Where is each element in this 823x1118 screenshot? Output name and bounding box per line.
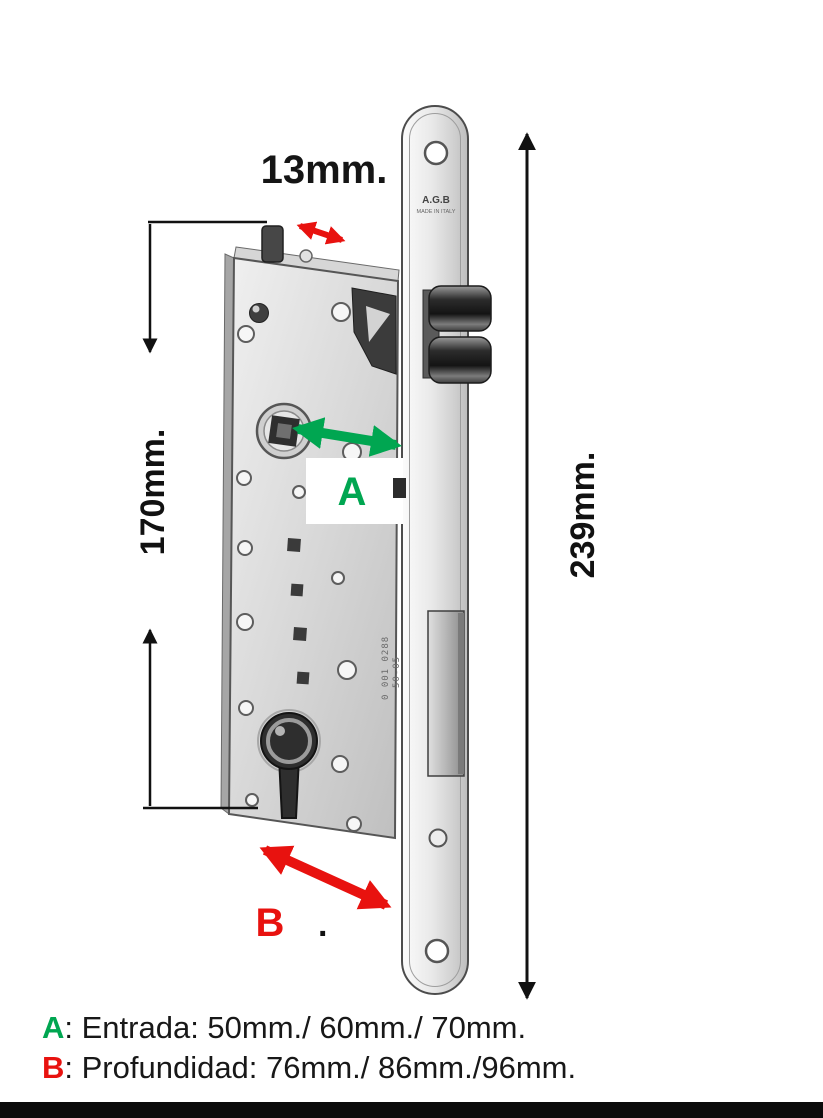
faceplate-center-hole bbox=[428, 828, 448, 848]
depth-arrow bbox=[259, 845, 392, 910]
faceplate-screw-hole-top bbox=[423, 140, 449, 166]
latch-roller-top bbox=[428, 285, 492, 332]
dimension-plate-height: 239mm. bbox=[518, 132, 602, 1000]
faceplate-screw-hole-bottom bbox=[424, 938, 450, 964]
dimension-depth: B . bbox=[256, 845, 392, 945]
latch-rollers bbox=[422, 285, 492, 384]
cylinder-hole bbox=[257, 709, 321, 819]
dim-body-height-label: 170mm. bbox=[134, 429, 172, 556]
brand-note-text: MADE IN ITALY bbox=[417, 209, 456, 215]
lock-body: 0 001 0288 50-05 bbox=[220, 225, 402, 840]
faceplate: A.G.B MADE IN ITALY bbox=[401, 105, 469, 995]
legend-line-b: B: Profundidad: 76mm./ 86mm./96mm. bbox=[42, 1048, 576, 1088]
body-plate bbox=[227, 256, 400, 840]
legend-a-key: A bbox=[42, 1010, 65, 1045]
body-slots bbox=[287, 538, 310, 685]
legend: A: Entrada: 50mm./ 60mm./ 70mm. B: Profu… bbox=[42, 1008, 576, 1088]
serial-text-2: 50-05 bbox=[392, 656, 402, 688]
brand-text: A.G.B bbox=[422, 195, 450, 206]
body-holes bbox=[236, 302, 362, 832]
dimension-width: 13mm. bbox=[261, 148, 388, 245]
backset-label: A bbox=[338, 470, 367, 514]
stray-period: . bbox=[318, 906, 327, 944]
callout-backdrop bbox=[306, 458, 403, 524]
legend-b-text: : Profundidad: 76mm./ 86mm./96mm. bbox=[64, 1050, 577, 1085]
dimension-backset: A bbox=[292, 417, 406, 524]
legend-line-a: A: Entrada: 50mm./ 60mm./ 70mm. bbox=[42, 1008, 576, 1048]
depth-label: B bbox=[256, 901, 285, 945]
dimension-body-height: 170mm. bbox=[134, 220, 267, 810]
legend-a-text: : Entrada: 50mm./ 60mm./ 70mm. bbox=[64, 1010, 527, 1045]
dim-plate-height-label: 239mm. bbox=[564, 452, 602, 579]
deadbolt bbox=[427, 610, 465, 777]
latch-roller-bottom bbox=[428, 336, 492, 384]
bottom-bar bbox=[0, 1102, 823, 1118]
top-tab bbox=[261, 225, 284, 263]
serial-text-1: 0 001 0288 bbox=[381, 636, 391, 700]
legend-b-key: B bbox=[42, 1050, 65, 1085]
dim-width-label: 13mm. bbox=[261, 148, 388, 192]
dim-width-arrow bbox=[296, 221, 346, 245]
backset-arrow bbox=[292, 417, 402, 457]
